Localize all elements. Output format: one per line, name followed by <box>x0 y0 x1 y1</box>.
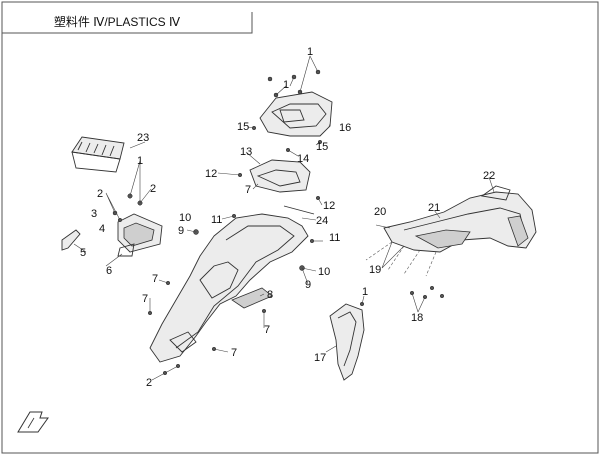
callout-17: 17 <box>314 352 326 364</box>
callout-12: 12 <box>323 200 335 212</box>
part-storage-tray <box>71 136 125 173</box>
front-direction-icon <box>17 411 49 433</box>
callout-11: 11 <box>211 214 222 226</box>
callout-7: 7 <box>231 347 237 359</box>
part-tail-assembly <box>365 185 537 300</box>
part-rear-fender <box>147 205 315 376</box>
callout-7: 7 <box>142 293 148 305</box>
callout-14: 14 <box>297 153 309 165</box>
callout-13: 13 <box>240 146 252 158</box>
callout-10: 10 <box>318 266 330 278</box>
callout-10: 10 <box>179 212 191 224</box>
callout-1: 1 <box>137 155 143 167</box>
part-left-bracket <box>61 193 163 257</box>
diagram-title: 塑料件 Ⅳ/PLASTICS Ⅳ <box>54 14 180 29</box>
callout-19: 19 <box>369 264 381 276</box>
callout-1: 1 <box>283 79 289 91</box>
callout-15: 15 <box>237 121 249 133</box>
callout-6: 6 <box>106 265 112 277</box>
callout-3: 3 <box>91 208 97 220</box>
callout-7: 7 <box>264 324 270 336</box>
callout-2: 2 <box>146 377 152 389</box>
callout-1: 1 <box>307 46 313 58</box>
callout-7: 7 <box>245 184 251 196</box>
callout-18: 18 <box>411 312 423 324</box>
callout-21: 21 <box>428 202 440 214</box>
title-box <box>2 12 253 34</box>
callout-1: 1 <box>362 286 368 298</box>
callout-5: 5 <box>80 247 86 259</box>
callout-12: 12 <box>205 168 217 180</box>
callout-24: 24 <box>316 215 328 227</box>
part-rear-cover <box>237 147 321 201</box>
callout-20: 20 <box>374 206 386 218</box>
callout-23: 23 <box>137 132 149 144</box>
callout-15: 15 <box>316 141 328 153</box>
callout-9: 9 <box>305 279 311 291</box>
callout-2: 2 <box>150 183 156 195</box>
callout-16: 16 <box>339 122 351 134</box>
part-mudguard <box>329 301 365 381</box>
callout-4: 4 <box>99 223 105 235</box>
callout-11: 11 <box>329 232 340 244</box>
callout-9: 9 <box>178 225 184 237</box>
callout-labels: 1 1 1 11 1 2 2 2 3 4 5 6 7 7 7 7 7 8 9 9… <box>80 46 495 389</box>
callout-22: 22 <box>483 170 495 182</box>
callout-7: 7 <box>152 273 158 285</box>
callout-2: 2 <box>97 188 103 200</box>
leader-lines <box>73 55 495 381</box>
callout-8: 8 <box>267 289 273 301</box>
